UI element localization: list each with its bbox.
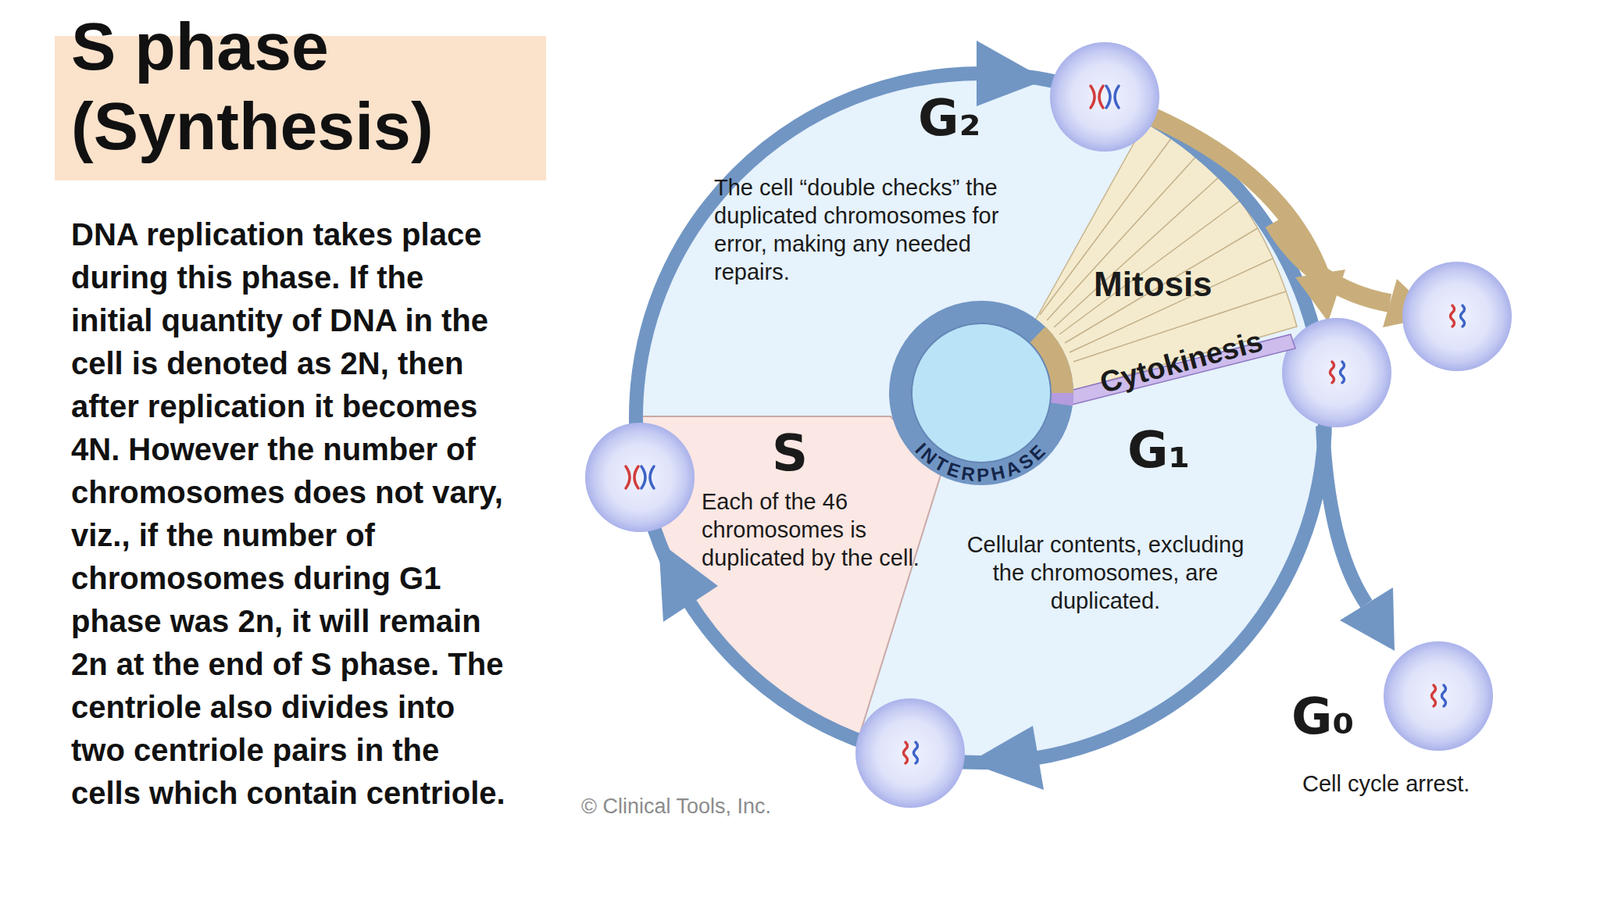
chromosome-icon: [625, 466, 654, 489]
phase-name: S: [695, 425, 930, 481]
cycle-arrowhead: [1339, 587, 1395, 651]
chromosome-icon: [1450, 305, 1465, 327]
interphase-label-layer: INTERPHASE: [889, 300, 1074, 486]
fan-line: [1053, 175, 1221, 328]
interphase-core: [911, 323, 1051, 463]
cycle-ring: [635, 73, 1325, 763]
phase-description: The cell “double checks” the duplicated …: [703, 173, 1050, 286]
phase-name: Mitosis: [1093, 264, 1266, 304]
cytokinesis-ring-segment: [1061, 392, 1063, 404]
phase-name: G₂: [703, 90, 1079, 146]
phase-description: Cellular contents, excluding the chromos…: [960, 530, 1250, 615]
phase-region: G₁Cellular contents, excluding the chrom…: [933, 422, 1278, 615]
phase-name: G₀: [1291, 689, 1355, 744]
chromosome-icon: [903, 742, 918, 764]
cycle-arrowhead: [976, 40, 1047, 107]
chromosome-icon: [1330, 361, 1345, 383]
mitosis-wedge: Mitosis: [1093, 264, 1266, 304]
cell-circle: [855, 698, 965, 808]
chromosome-icon: [1090, 85, 1119, 108]
phase-description: Each of the 46 chromosomes is duplicated…: [695, 487, 929, 572]
interphase-ring-shape: [889, 300, 1074, 486]
interphase-ring: INTERPHASE: [889, 300, 1074, 486]
division-arrowhead: [1295, 269, 1346, 322]
phase-region: G₂ The cell “double checks” the duplicate…: [703, 90, 1079, 286]
copyright-note: © Clinical Tools, Inc.: [581, 793, 772, 819]
slide-title: S phase (Synthesis): [71, 6, 540, 166]
phase-region: S Each of the 46 chromosomes is duplicate…: [695, 425, 930, 572]
cell-circle: [585, 422, 695, 533]
chromosome-icon: [1432, 685, 1447, 707]
body-text: DNA replication takes place during this …: [71, 213, 510, 815]
cycle-arrowhead: [968, 725, 1044, 790]
cell-circle: [1402, 261, 1512, 372]
cycle-disk: [635, 73, 1325, 763]
cell-circle: [1050, 42, 1160, 152]
g0-branch-arrow: [1322, 425, 1367, 604]
cell-circle: [1383, 641, 1493, 751]
ring-label: INTERPHASE: [910, 438, 1051, 486]
cell-circle: [1282, 317, 1392, 428]
phase-description: Cell cycle arrest.: [1302, 769, 1470, 798]
